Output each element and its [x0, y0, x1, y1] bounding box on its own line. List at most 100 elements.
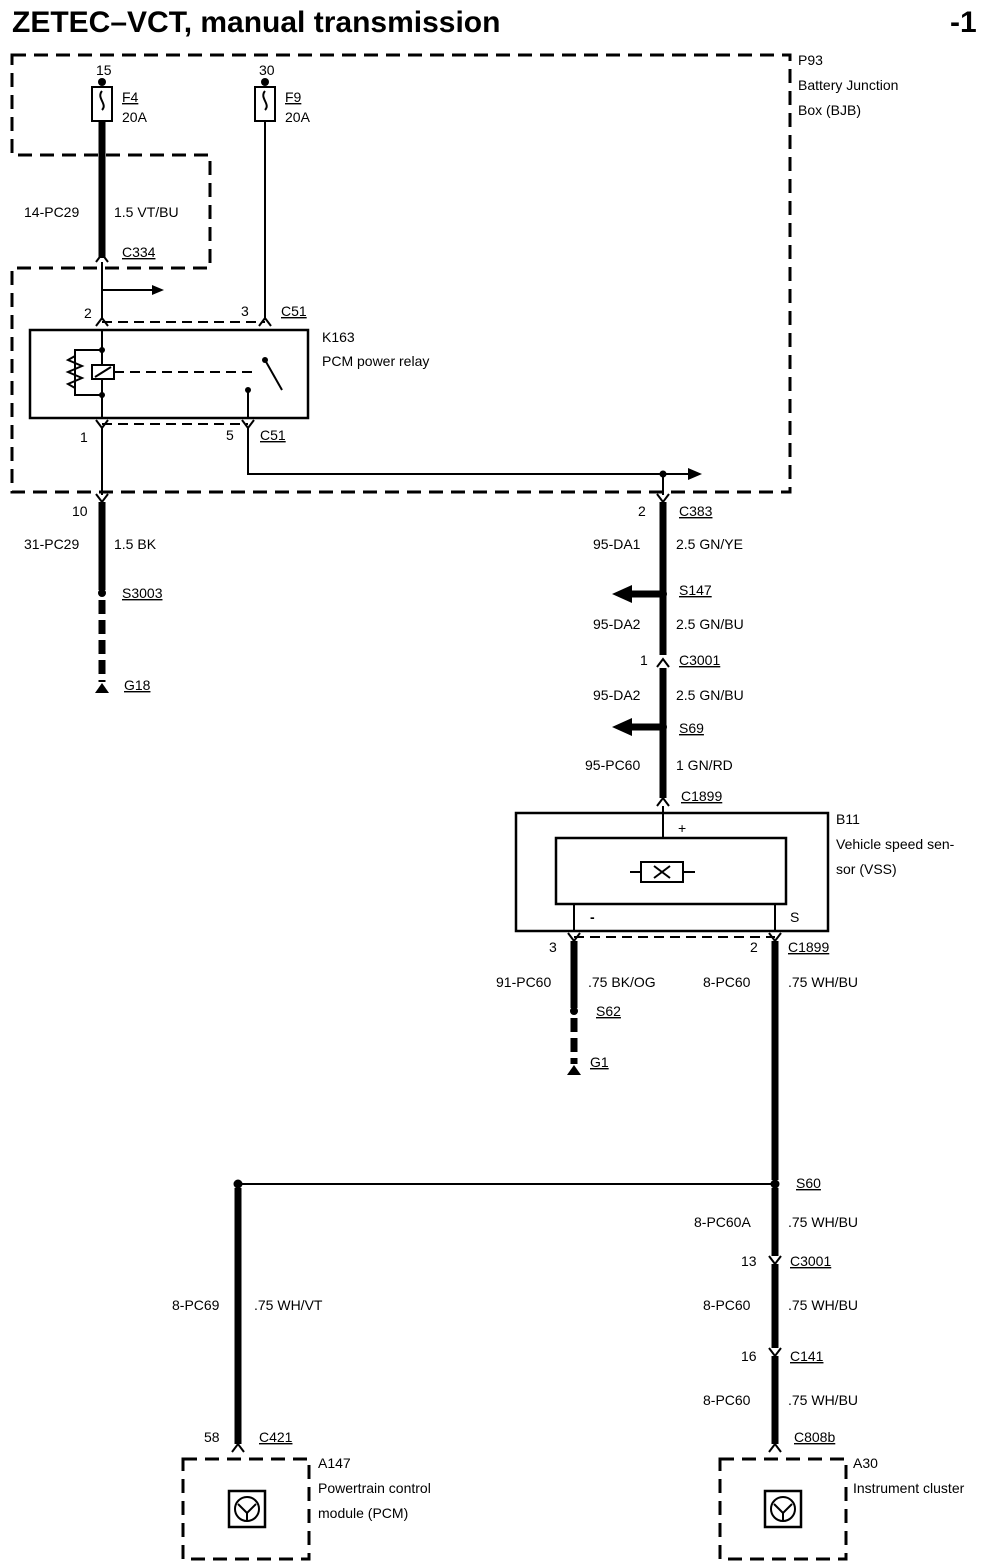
c3001-b-label: C3001: [790, 1253, 831, 1269]
wire-95-pc60-spec: 1 GN/RD: [676, 757, 733, 773]
diagram-title: ZETEC–VCT, manual transmission: [12, 6, 500, 39]
c383-pin-mark: [656, 493, 670, 504]
fuse-f9-element: [262, 90, 268, 111]
wire-8-pc60-c-id: 8-PC60: [703, 1392, 751, 1408]
fuse-f4-element: [99, 90, 105, 111]
c3001-pin-1: 1: [640, 652, 648, 668]
c141-pin-16: 16: [741, 1348, 757, 1364]
relay-junction-a: [99, 347, 105, 353]
vss-sensor-cross: [653, 865, 671, 879]
pcm-id: A147: [318, 1455, 351, 1471]
ground-g1-label: G1: [590, 1054, 609, 1070]
vss-minus-label: -: [590, 909, 595, 925]
splice-s69-arrow-icon: [612, 718, 632, 736]
splice-s69-label: S69: [679, 720, 704, 736]
relay-resistor-loop: [74, 349, 102, 396]
wire-8-pc60-a-spec: .75 WH/BU: [788, 974, 858, 990]
resistor-icon: [65, 355, 85, 389]
c421-label: C421: [259, 1429, 293, 1445]
fuse-f4-pin: 15: [96, 62, 112, 78]
wire-95-da1-id: 95-DA1: [593, 536, 641, 552]
c1899-bottom-label: C1899: [788, 939, 829, 955]
pcm-name-line2: module (PCM): [318, 1505, 408, 1521]
c141-pin-mark: [768, 1347, 782, 1358]
ground-g1-icon: [567, 1065, 581, 1075]
wire-95-da1-spec: 2.5 GN/YE: [676, 536, 743, 552]
relay-id: K163: [322, 329, 355, 345]
relay-coil-slash: [94, 366, 112, 378]
relay-k163-box: [28, 328, 310, 420]
wire-8-pc69-spec: .75 WH/VT: [254, 1297, 323, 1313]
c334-pin-10: 10: [72, 503, 88, 519]
wire-8-pc60-a-id: 8-PC60: [703, 974, 751, 990]
vss-outer-box: [514, 811, 830, 933]
splice-s147-arrow-icon: [612, 585, 632, 603]
wire-31-pc29-spec: 1.5 BK: [114, 536, 157, 552]
fuse-f4-terminal: [98, 78, 106, 86]
fuse-f4-rating: 20A: [122, 109, 148, 125]
c334-label: C334: [122, 244, 156, 260]
wire-95-da2-b-spec: 2.5 GN/BU: [676, 687, 744, 703]
wire-95-da2-a-id: 95-DA2: [593, 616, 641, 632]
relay-pin-5: 5: [226, 427, 234, 443]
relay-pin-2: 2: [84, 305, 92, 321]
c3001-pin-13: 13: [741, 1253, 757, 1269]
c421-pin-mark: [231, 1442, 245, 1453]
c51-bottom-label: C51: [260, 427, 286, 443]
relay-junction-b: [99, 392, 105, 398]
c383-pin-2: 2: [638, 503, 646, 519]
cluster-name: Instrument cluster: [853, 1480, 965, 1496]
bjb-name-line2: Box (BJB): [798, 102, 861, 118]
bjb-id: P93: [798, 52, 823, 68]
c334-pin-10-mark: [95, 493, 109, 504]
vss-name-line2: sor (VSS): [836, 861, 897, 877]
wire-8-pc60a-id: 8-PC60A: [694, 1214, 751, 1230]
c3001-b-pin-mark: [768, 1255, 782, 1266]
splice-s62-label: S62: [596, 1003, 621, 1019]
pcm-branch-dot: [233, 1179, 243, 1189]
wire-8-pc69-id: 8-PC69: [172, 1297, 220, 1313]
c3001-a-label: C3001: [679, 652, 720, 668]
cluster-box: [718, 1457, 848, 1561]
cluster-id: A30: [853, 1455, 878, 1471]
vss-id: B11: [836, 811, 860, 827]
wire-14-pc29-spec: 1.5 VT/BU: [114, 204, 179, 220]
page-number: -1: [950, 6, 977, 39]
fuse-f9-rating: 20A: [285, 109, 311, 125]
wire-95-da2-b-id: 95-DA2: [593, 687, 641, 703]
c51-top-label: C51: [281, 303, 307, 319]
relay-pin-3: 3: [241, 303, 249, 319]
vss-inner-box: [554, 836, 788, 906]
wire-8-pc60-c-spec: .75 WH/BU: [788, 1392, 858, 1408]
c808b-label: C808b: [794, 1429, 835, 1445]
wire-95-da2-a-spec: 2.5 GN/BU: [676, 616, 744, 632]
bjb-name-line1: Battery Junction: [798, 77, 898, 93]
fuse-f4-name: F4: [122, 89, 139, 105]
pcm-module-glyph: [237, 1503, 257, 1521]
wire-8-pc60a-spec: .75 WH/BU: [788, 1214, 858, 1230]
wire-31-pc29-id: 31-PC29: [24, 536, 79, 552]
ground-g18-icon: [95, 683, 109, 693]
vss-pin-3: 3: [549, 939, 557, 955]
pcm-box: [181, 1457, 311, 1561]
relay-pin-2-mark: [95, 316, 109, 327]
splice-s69-dot: [659, 723, 667, 731]
relay-name: PCM power relay: [322, 353, 429, 369]
wire-8-pc60-b-id: 8-PC60: [703, 1297, 751, 1313]
ground-g18-label: G18: [124, 677, 151, 693]
splice-s3003-label: S3003: [122, 585, 163, 601]
relay-pin-3-mark: [258, 316, 272, 327]
branch-arrow-icon: [152, 285, 164, 295]
c808b-pin-mark: [768, 1442, 782, 1453]
c141-label: C141: [790, 1348, 824, 1364]
pcm-name-line1: Powertrain control: [318, 1480, 431, 1496]
relay-switch-terminal: [245, 387, 251, 393]
splice-s147-label: S147: [679, 582, 712, 598]
c3001-pin-mark: [656, 657, 670, 668]
wire-8-pc60-b-spec: .75 WH/BU: [788, 1297, 858, 1313]
c383-label: C383: [679, 503, 713, 519]
wire-91-pc60-spec: .75 BK/OG: [588, 974, 656, 990]
cluster-module-glyph: [773, 1503, 793, 1521]
c1899-top-label: C1899: [681, 788, 722, 804]
